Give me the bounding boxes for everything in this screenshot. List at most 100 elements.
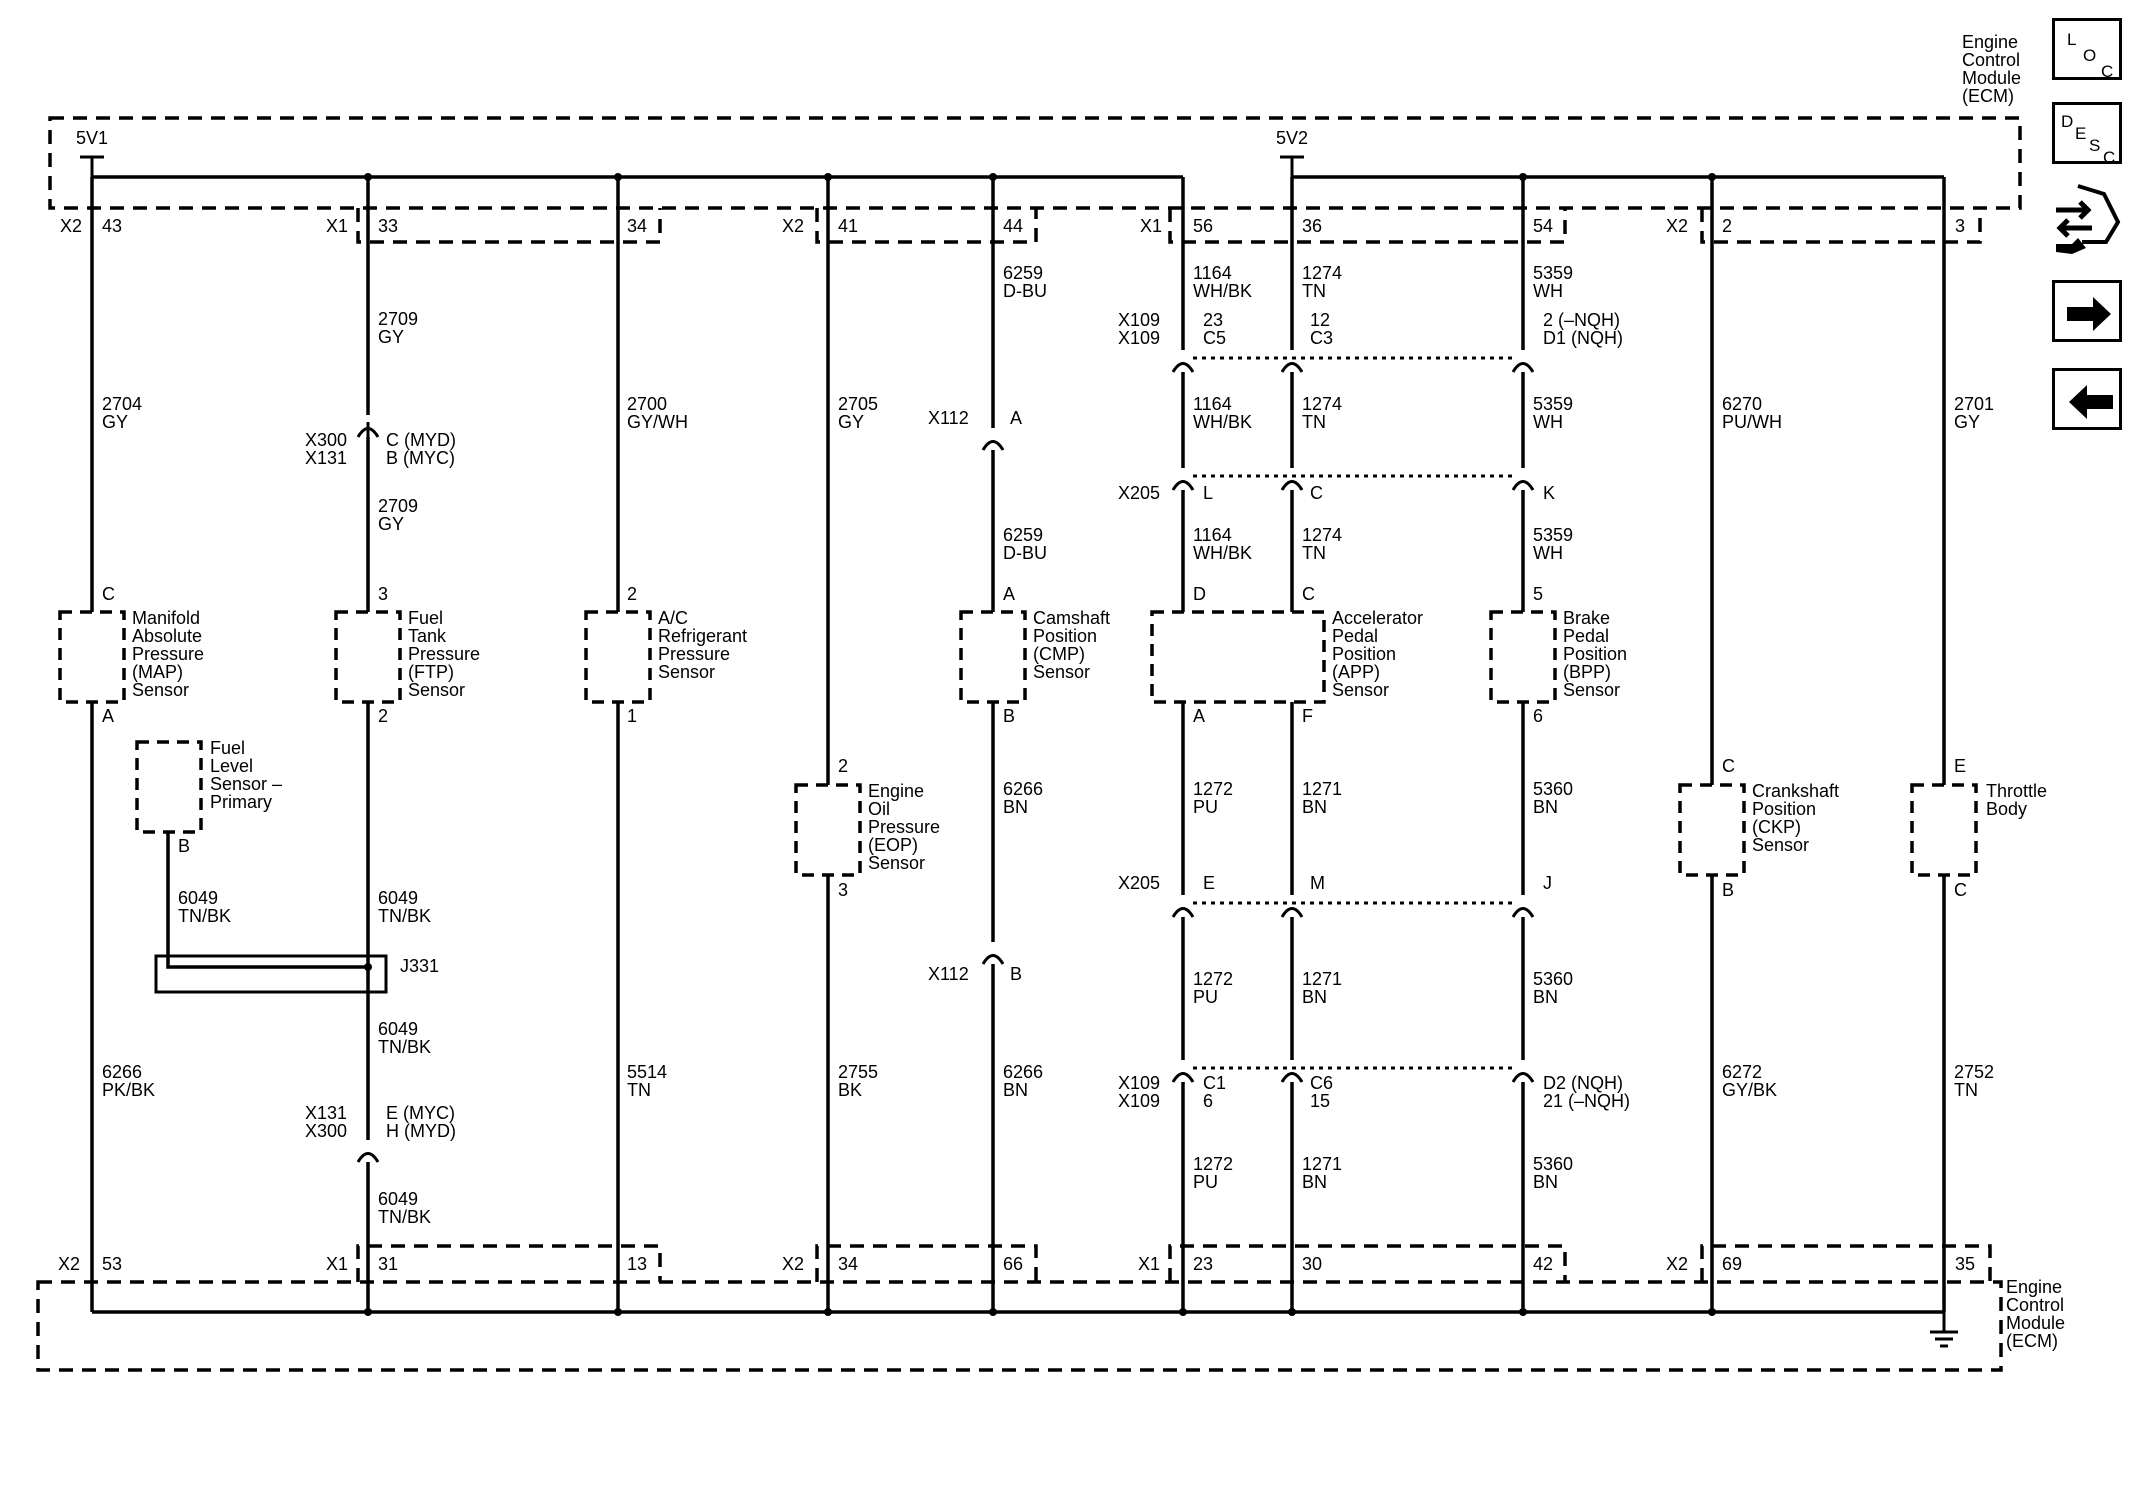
svg-text:53: 53 (102, 1254, 122, 1274)
svg-text:15: 15 (1310, 1091, 1330, 1111)
sensor-eop-box (794, 783, 862, 877)
svg-text:B (MYC): B (MYC) (386, 448, 455, 468)
svg-text:B: B (1722, 880, 1734, 900)
svg-text:44: 44 (1003, 216, 1023, 236)
svg-text:X131: X131 (305, 1103, 347, 1123)
sensor-ckp-box (1678, 783, 1746, 877)
svg-text:BN: BN (1302, 1172, 1327, 1192)
svg-text:Refrigerant: Refrigerant (658, 626, 747, 646)
service-info-button[interactable] (2052, 182, 2124, 258)
svg-text:Sensor: Sensor (868, 853, 925, 873)
circuit-fuel-level (166, 832, 368, 969)
svg-text:2 (–NQH): 2 (–NQH) (1543, 310, 1620, 330)
svg-text:69: 69 (1722, 1254, 1742, 1274)
svg-text:TN: TN (1302, 281, 1326, 301)
svg-text:X2: X2 (60, 216, 82, 236)
svg-text:1164: 1164 (1193, 525, 1232, 545)
svg-text:2704: 2704 (102, 394, 142, 414)
supply-5v1: 5V1 (76, 128, 108, 177)
arrow-left-icon (2069, 385, 2113, 419)
svg-text:PU: PU (1193, 1172, 1218, 1192)
svg-text:Accelerator: Accelerator (1332, 608, 1423, 628)
svg-text:1271: 1271 (1302, 779, 1342, 799)
svg-text:5V1: 5V1 (76, 128, 108, 148)
desc-button[interactable]: D E S C (2052, 102, 2122, 167)
svg-text:(ECM): (ECM) (1962, 86, 2014, 106)
top-conn-group-x2b (1700, 208, 1982, 244)
svg-text:Engine: Engine (868, 781, 924, 801)
svg-text:Brake: Brake (1563, 608, 1610, 628)
sensor-fuel-level-box (135, 740, 203, 834)
svg-text:Level: Level (210, 756, 253, 776)
svg-text:Sensor: Sensor (658, 662, 715, 682)
sensor-bpp-box (1489, 610, 1557, 704)
svg-text:1272: 1272 (1193, 1154, 1233, 1174)
svg-text:31: 31 (378, 1254, 398, 1274)
svg-text:A/C: A/C (658, 608, 688, 628)
svg-text:43: 43 (102, 216, 122, 236)
svg-text:X205: X205 (1118, 873, 1160, 893)
svg-text:GY: GY (102, 412, 128, 432)
svg-text:2709: 2709 (378, 309, 418, 329)
svg-text:Absolute: Absolute (132, 626, 202, 646)
svg-text:C: C (2103, 148, 2115, 167)
svg-text:Tank: Tank (408, 626, 447, 646)
svg-text:X109: X109 (1118, 1091, 1160, 1111)
svg-text:TN: TN (1302, 543, 1326, 563)
svg-text:34: 34 (838, 1254, 858, 1274)
svg-text:C: C (2101, 62, 2113, 81)
ecm-top-box (48, 116, 2022, 210)
svg-text:2752: 2752 (1954, 1062, 1994, 1082)
svg-text:PK/BK: PK/BK (102, 1080, 155, 1100)
ground-symbol (1930, 1312, 1958, 1348)
svg-text:Throttle: Throttle (1986, 781, 2047, 801)
svg-text:WH: WH (1533, 412, 1563, 432)
svg-text:C5: C5 (1203, 328, 1226, 348)
connector-ties (1193, 356, 1513, 1070)
svg-text:2755: 2755 (838, 1062, 878, 1082)
svg-text:GY: GY (378, 514, 404, 534)
inline-connector-symbols (356, 362, 1535, 1163)
svg-text:Sensor –: Sensor – (210, 774, 282, 794)
svg-text:33: 33 (378, 216, 398, 236)
svg-text:X112: X112 (928, 964, 969, 984)
svg-text:1: 1 (627, 706, 637, 726)
svg-text:D: D (1193, 584, 1206, 604)
throttle-body-box (1910, 783, 1978, 877)
svg-text:X109: X109 (1118, 1073, 1160, 1093)
svg-text:E (MYC): E (MYC) (386, 1103, 455, 1123)
svg-text:GY: GY (838, 412, 864, 432)
svg-text:PU/WH: PU/WH (1722, 412, 1782, 432)
svg-text:Position: Position (1332, 644, 1396, 664)
svg-text:X1: X1 (1140, 216, 1162, 236)
arrow-right-icon (2067, 297, 2111, 331)
svg-text:X109: X109 (1118, 310, 1160, 330)
previous-page-button[interactable] (2052, 368, 2122, 430)
svg-text:13: 13 (627, 1254, 647, 1274)
svg-text:O: O (2083, 46, 2096, 65)
svg-text:GY: GY (1954, 412, 1980, 432)
svg-text:WH/BK: WH/BK (1193, 543, 1252, 563)
svg-text:C: C (1302, 584, 1315, 604)
svg-text:3: 3 (838, 880, 848, 900)
svg-text:B: B (178, 836, 190, 856)
svg-text:X2: X2 (1666, 1254, 1688, 1274)
next-page-button[interactable] (2052, 280, 2122, 342)
loc-button[interactable]: L O C (2052, 18, 2122, 81)
svg-text:6: 6 (1533, 706, 1543, 726)
loc-icon: L O C (2067, 30, 2113, 81)
svg-text:6266: 6266 (1003, 779, 1043, 799)
bottom-conn-group-x1a (356, 1244, 662, 1282)
svg-text:35: 35 (1955, 1254, 1975, 1274)
svg-text:2701: 2701 (1954, 394, 1994, 414)
ecm-title-bottom: Engine Control Module (ECM) (2006, 1277, 2065, 1351)
svg-text:Camshaft: Camshaft (1033, 608, 1110, 628)
svg-text:X131: X131 (305, 448, 347, 468)
svg-text:(APP): (APP) (1332, 662, 1380, 682)
svg-text:Pressure: Pressure (408, 644, 480, 664)
